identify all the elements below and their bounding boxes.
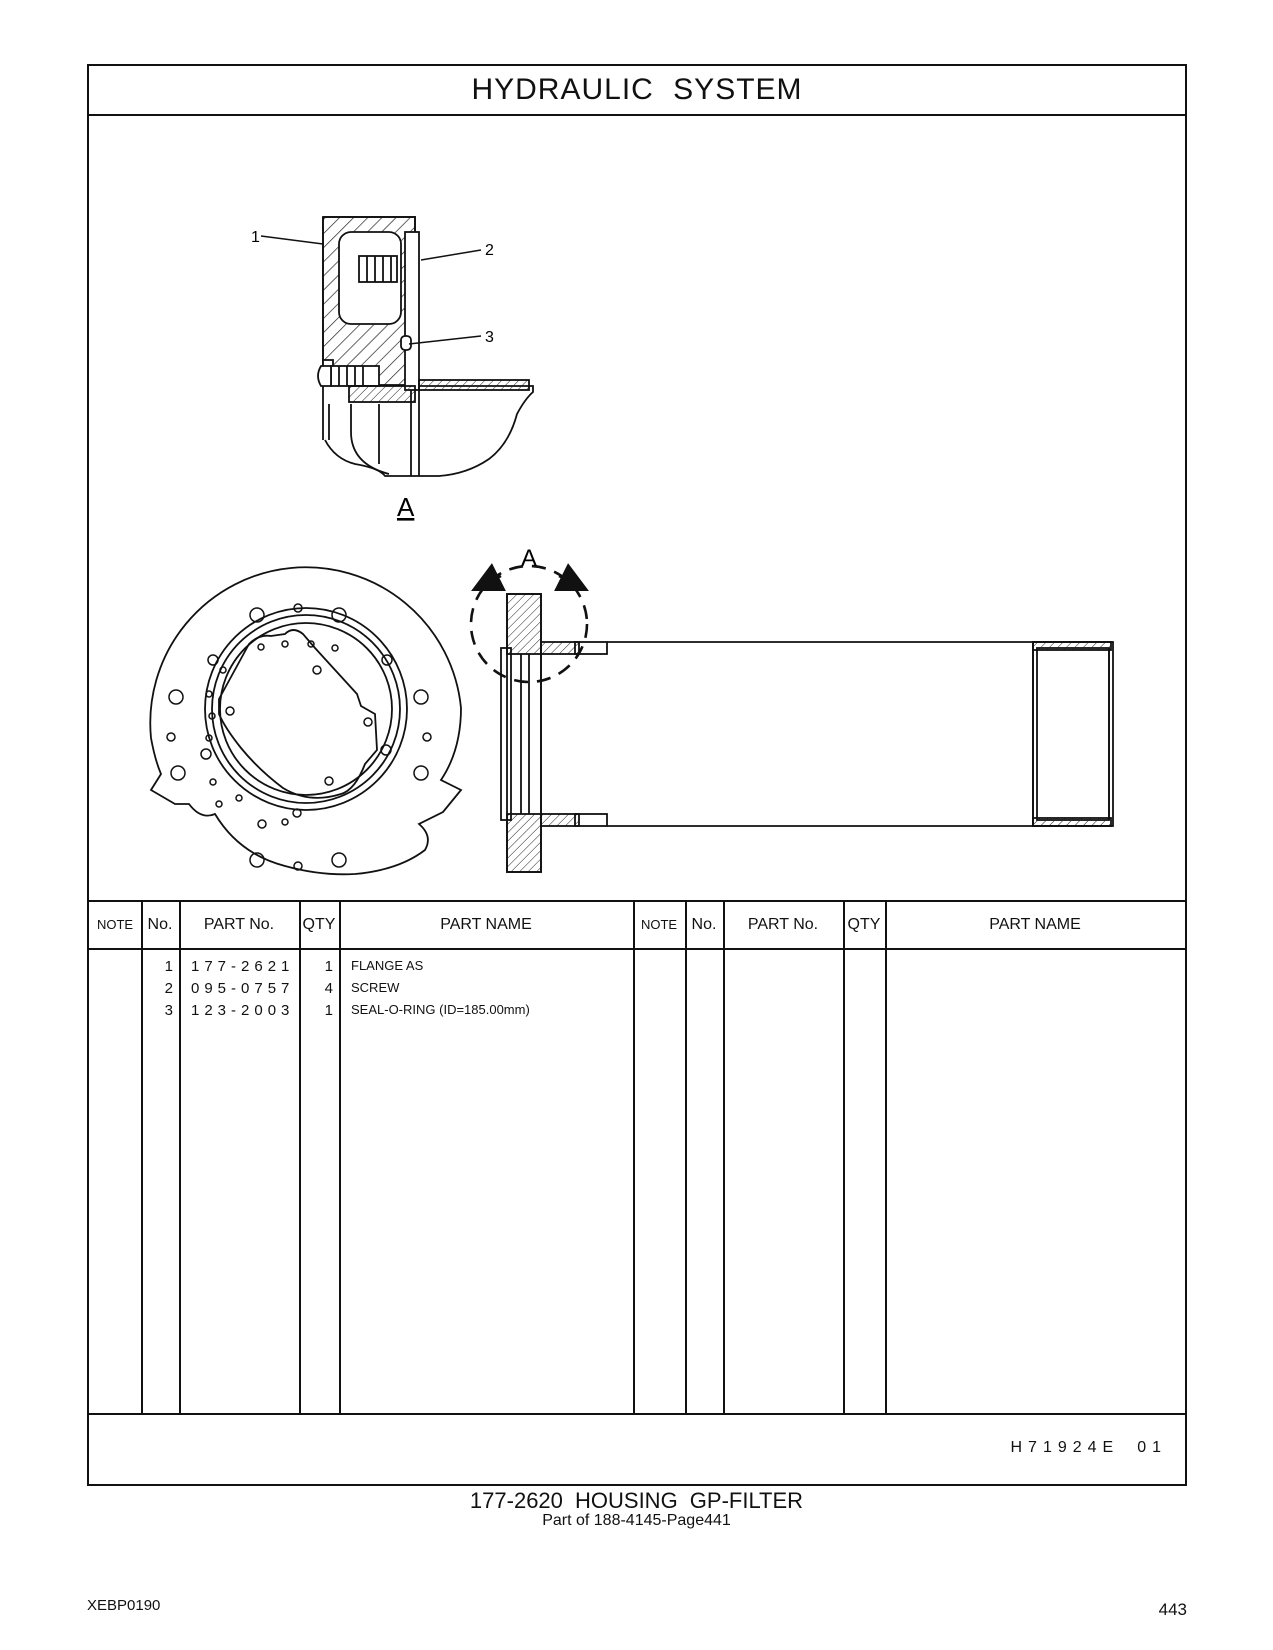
callout-leaders xyxy=(260,235,482,345)
col-header-no: No. xyxy=(147,916,173,933)
detail-a-section xyxy=(317,216,534,477)
detail-a-circle xyxy=(469,563,589,684)
illustration-revision: 01 xyxy=(1137,1439,1167,1456)
row-1-part-name: FLANGE AS xyxy=(351,958,424,973)
page-frame: HYDRAULIC SYSTEM xyxy=(87,64,1187,1486)
column-divider xyxy=(885,902,887,1413)
group-title: 177-2620 HOUSING GP-FILTER xyxy=(469,1488,804,1513)
row-3-no: 3 xyxy=(164,1002,173,1019)
page-title: HYDRAULIC SYSTEM xyxy=(89,66,1185,116)
column-divider xyxy=(843,902,845,1413)
callout-1: 1 xyxy=(251,229,260,246)
row-1-no: 1 xyxy=(164,958,173,975)
column-divider xyxy=(141,902,143,1413)
column-divider xyxy=(633,902,635,1413)
group-subtitle: Part of 188-4145-Page441 xyxy=(542,1512,731,1529)
row-2-no: 2 xyxy=(164,980,173,997)
column-divider xyxy=(723,902,725,1413)
header-divider xyxy=(89,948,1185,950)
exploded-parts-drawing: 1 2 3 A xyxy=(89,114,1185,902)
column-divider xyxy=(685,902,687,1413)
row-1-part-no: 177-2621 xyxy=(191,958,295,975)
section-label-a: A xyxy=(521,545,537,572)
col-header-part-name-2: PART NAME xyxy=(989,916,1081,933)
col-header-part-name: PART NAME xyxy=(440,916,532,933)
view-label-a: A xyxy=(397,492,415,522)
illustration-code: H71924E 01 xyxy=(992,1439,1167,1457)
row-3-part-name: SEAL-O-RING (ID=185.00mm) xyxy=(351,1002,530,1017)
housing-side-view xyxy=(500,593,1114,873)
column-divider xyxy=(299,902,301,1413)
col-header-qty-2: QTY xyxy=(847,916,881,933)
row-3-part-no: 123-2003 xyxy=(191,1002,295,1019)
illustration-id: H71924E xyxy=(1010,1439,1120,1456)
column-divider xyxy=(179,902,181,1413)
callout-2: 2 xyxy=(485,242,494,259)
col-header-no-2: No. xyxy=(691,916,717,933)
row-2-part-name: SCREW xyxy=(351,980,400,995)
column-divider xyxy=(339,902,341,1413)
parts-list-table: NOTE No. PART No. QTY PART NAME NOTE No.… xyxy=(89,900,1185,1415)
col-header-note: NOTE xyxy=(96,917,134,932)
page-number: 443 xyxy=(1158,1600,1187,1619)
parts-illustration: 1 2 3 A xyxy=(149,216,1114,876)
row-2-qty: 4 xyxy=(324,980,333,997)
row-1-qty: 1 xyxy=(324,958,333,975)
document-id: XEBP0190 xyxy=(87,1597,161,1614)
col-header-part-no-2: PART No. xyxy=(747,916,819,933)
col-header-part-no: PART No. xyxy=(203,916,275,933)
bolt-holes xyxy=(166,603,432,871)
callout-3: 3 xyxy=(485,329,494,346)
col-header-qty: QTY xyxy=(302,916,336,933)
row-2-part-no: 095-0757 xyxy=(191,980,295,997)
col-header-note-2: NOTE xyxy=(640,917,678,932)
flange-end-view xyxy=(149,566,463,876)
row-3-qty: 1 xyxy=(324,1002,333,1019)
